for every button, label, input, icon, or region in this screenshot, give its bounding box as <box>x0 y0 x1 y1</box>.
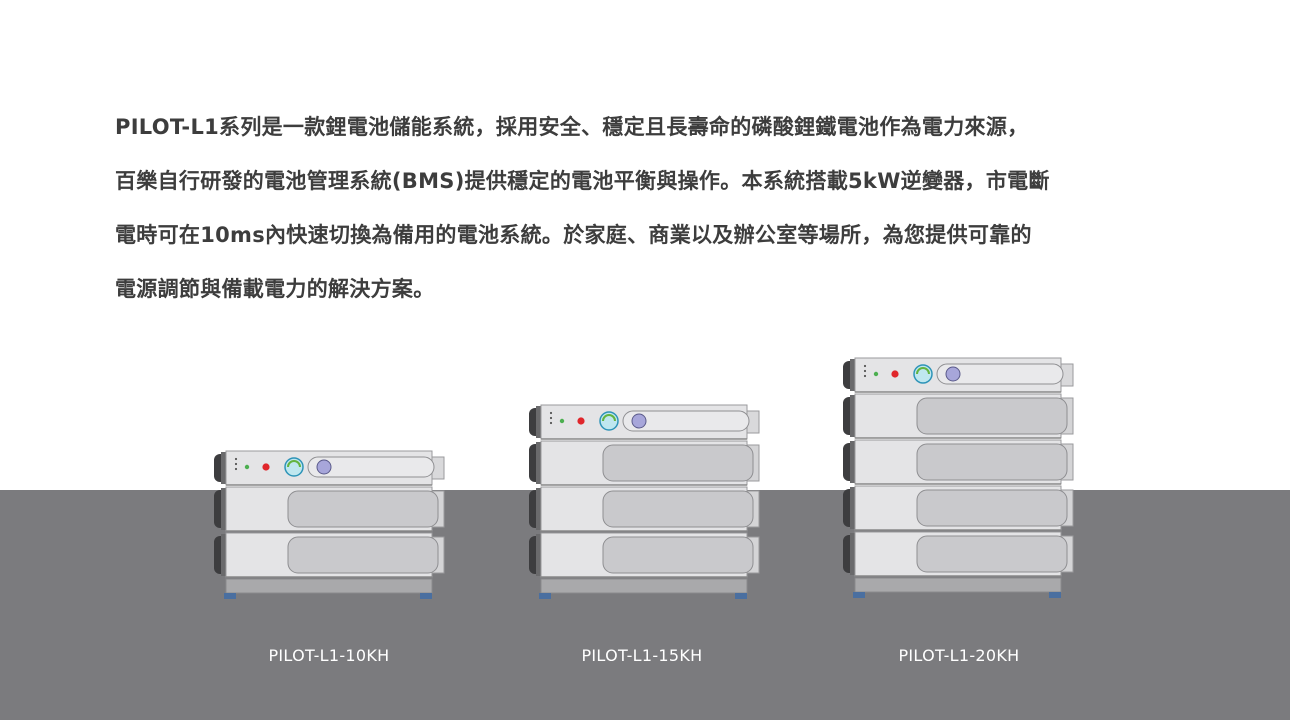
status-led-red <box>262 463 270 471</box>
model-label-10kh: PILOT-L1-10KH <box>268 646 390 665</box>
grip-edge <box>536 406 544 438</box>
status-led-red <box>577 417 585 425</box>
grip-edge <box>536 534 544 576</box>
status-led-red <box>891 370 899 378</box>
stack-base <box>540 578 748 594</box>
grip-edge <box>221 534 229 576</box>
grip-edge <box>850 487 858 529</box>
stack-base <box>225 578 433 594</box>
status-led-green <box>244 464 250 470</box>
description-line-3: 電時可在10ms內快速切換為備用的電池系統。於家庭、商業以及辦公室等場所，為您提… <box>115 223 1032 247</box>
power-button-icon <box>316 459 332 475</box>
battery-module <box>843 485 1074 531</box>
module-cover <box>602 536 754 574</box>
status-led-green <box>559 418 565 424</box>
module-cover <box>287 490 439 528</box>
module-cover <box>916 443 1068 481</box>
product-description: PILOT-L1系列是一款鋰電池儲能系統，採用安全、穩定且長壽命的磷酸鋰鐵電池作… <box>115 100 1190 316</box>
indicator-dot <box>863 369 867 373</box>
grip-edge <box>850 359 858 391</box>
logo-arc <box>602 414 616 422</box>
grip-edge <box>536 442 544 484</box>
grip-edge <box>850 395 858 437</box>
foot-left <box>853 592 865 598</box>
battery-module <box>529 440 760 486</box>
description-line-1: PILOT-L1系列是一款鋰電池儲能系統，採用安全、穩定且長壽命的磷酸鋰鐵電池作… <box>115 115 1029 139</box>
module-cover <box>602 444 754 482</box>
indicator-dot <box>234 462 238 466</box>
battery-stack-illustration <box>843 357 1074 598</box>
module-cover <box>287 536 439 574</box>
status-led-green <box>873 371 879 377</box>
grip-edge <box>221 452 229 484</box>
battery-module <box>843 439 1074 485</box>
indicator-dot <box>234 457 238 461</box>
foot-right <box>420 593 432 599</box>
logo-arc <box>916 367 930 375</box>
grip-edge <box>850 441 858 483</box>
battery-module <box>214 486 445 532</box>
indicator-dot <box>863 364 867 368</box>
foot-right <box>735 593 747 599</box>
battery-module <box>529 532 760 578</box>
description-line-2: 百樂自行研發的電池管理系統(BMS)提供穩定的電池平衡與操作。本系統搭載5kW逆… <box>115 169 1050 193</box>
control-module <box>214 450 445 486</box>
stack-base <box>854 577 1062 593</box>
module-cover <box>916 397 1068 435</box>
power-button-icon <box>631 413 647 429</box>
foot-left <box>224 593 236 599</box>
battery-module <box>529 486 760 532</box>
module-cover <box>916 535 1068 573</box>
grip-edge <box>536 488 544 530</box>
front-panel <box>307 456 435 478</box>
logo-arc <box>287 460 301 468</box>
model-label-20kh: PILOT-L1-20KH <box>898 646 1020 665</box>
grip-edge <box>850 533 858 575</box>
module-cover <box>916 489 1068 527</box>
indicator-dot <box>549 411 553 415</box>
front-panel <box>936 363 1064 385</box>
battery-stack-illustration <box>529 404 760 599</box>
foot-right <box>1049 592 1061 598</box>
battery-module <box>843 393 1074 439</box>
indicator-dot <box>234 467 238 471</box>
module-cover <box>602 490 754 528</box>
battery-module <box>843 531 1074 577</box>
power-button-icon <box>945 366 961 382</box>
indicator-dot <box>549 416 553 420</box>
grip-edge <box>221 488 229 530</box>
model-label-15kh: PILOT-L1-15KH <box>581 646 703 665</box>
description-line-4: 電源調節與備載電力的解決方案。 <box>115 277 435 301</box>
foot-left <box>539 593 551 599</box>
battery-module <box>214 532 445 578</box>
control-module <box>529 404 760 440</box>
indicator-dot <box>863 374 867 378</box>
battery-stack-illustration <box>214 450 445 599</box>
indicator-dot <box>549 421 553 425</box>
front-panel <box>622 410 750 432</box>
control-module <box>843 357 1074 393</box>
